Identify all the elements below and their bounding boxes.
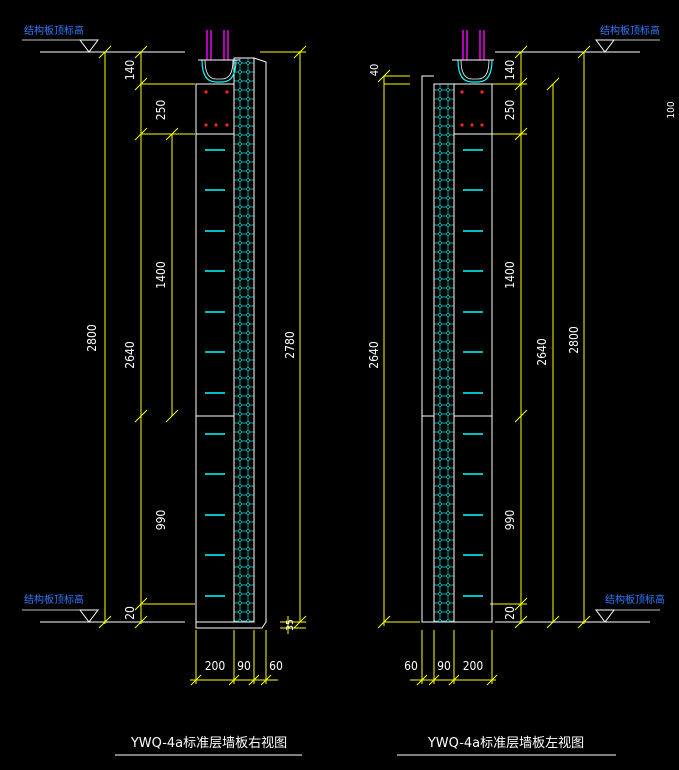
right-view: 结构板顶标高 结构板顶标高 — [22, 24, 307, 756]
dim-beam-zone: 250 — [154, 100, 168, 121]
dim-lines-left-view — [377, 45, 591, 686]
anchor-dots — [204, 90, 229, 127]
level-text-bottom-right: 结构板顶标高 — [605, 593, 665, 606]
dim-upper-zone: 1400 — [154, 261, 168, 289]
dim-width-concrete: 200 — [205, 659, 226, 673]
dim-lower-zone: 990 — [154, 510, 168, 531]
dim-inner-height-left: 2640 — [535, 338, 549, 366]
left-view: 结构板顶标高 结构板顶标高 — [367, 24, 677, 756]
level-text-top-right: 结构板顶标高 — [600, 24, 660, 37]
dim-width-facing: 60 — [269, 659, 283, 673]
dim-width-facing-left: 60 — [404, 659, 418, 673]
title-left-view: YWQ-4a标准层墙板左视图 — [427, 736, 584, 751]
dim-beam-zone-left: 250 — [503, 100, 517, 121]
level-text-bottom-left: 结构板顶标高 — [24, 593, 84, 606]
dim-total-height-left: 2800 — [567, 326, 581, 354]
dim-clear-height: 2640 — [123, 341, 137, 369]
rebar-ticks-left — [463, 149, 483, 597]
dim-bottom-gap: 20 — [123, 606, 137, 620]
rebar-ticks — [205, 149, 225, 597]
dim-edge-fragment: 100 — [666, 101, 677, 118]
insulation-layer — [233, 57, 255, 623]
dim-texts-right-view: 2800 2640 140 250 1400 990 20 2780 35 20… — [85, 60, 297, 673]
dim-width-insulation: 90 — [237, 659, 251, 673]
dim-bottom-gap-left: 20 — [503, 606, 517, 620]
dim-top-offset: 40 — [368, 64, 381, 77]
insulation-layer-left — [433, 83, 455, 623]
dim-top-slab-left: 140 — [503, 60, 517, 81]
dim-clear-height-left: 2640 — [367, 341, 381, 369]
anchor-dots-left — [460, 90, 484, 127]
dim-top-slab: 140 — [123, 60, 137, 81]
level-mark-bottom-left: 结构板顶标高 — [22, 593, 185, 623]
wall-panel-left-view — [421, 30, 494, 623]
dim-width-insulation-left: 90 — [437, 659, 451, 673]
title-right-view: YWQ-4a标准层墙板右视图 — [130, 736, 287, 751]
level-text-top-left: 结构板顶标高 — [24, 24, 84, 37]
dim-lines-right-view — [98, 45, 307, 686]
hook-bars-left — [462, 30, 485, 60]
dim-bottom-step: 35 — [285, 619, 296, 630]
dim-upper-zone-left: 1400 — [503, 261, 517, 289]
hook-bars — [206, 30, 229, 60]
level-mark-top-right: 结构板顶标高 — [495, 24, 660, 53]
wall-panel-right-view — [195, 30, 267, 629]
dim-panel-height: 2780 — [283, 331, 297, 359]
level-mark-top-left: 结构板顶标高 — [22, 24, 185, 53]
dim-texts-left-view: 40 2640 140 250 1400 990 20 2640 2800 10… — [367, 60, 677, 673]
dim-width-concrete-left: 200 — [463, 659, 484, 673]
dim-lower-zone-left: 990 — [503, 510, 517, 531]
dim-total-height: 2800 — [85, 324, 99, 352]
